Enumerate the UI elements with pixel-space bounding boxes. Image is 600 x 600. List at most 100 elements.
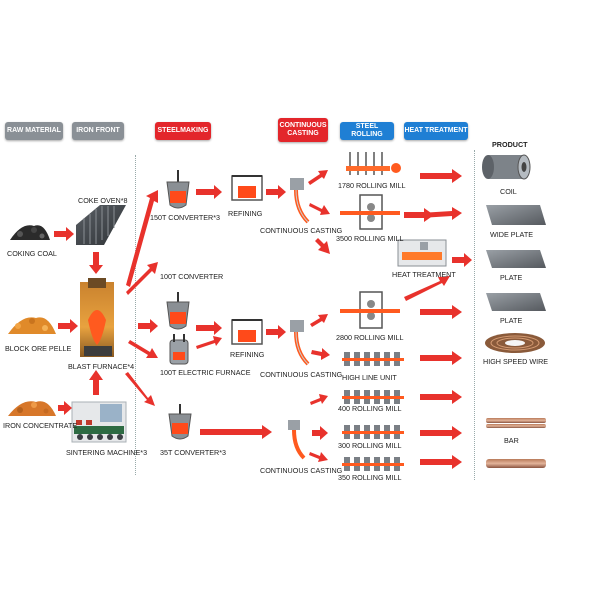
header-product: PRODUCT <box>492 140 528 149</box>
label-refining-1: REFINING <box>228 209 263 218</box>
arrow-highline-to-hsw <box>420 351 462 365</box>
label-high-speed-wire: HIGH SPEED WIRE <box>483 357 549 366</box>
arrow-cc3-to-400 <box>310 394 328 405</box>
heat-treatment-furnace-image <box>397 239 447 267</box>
label-high-line-unit: HIGH LINE UNIT <box>342 373 397 382</box>
arrow-2800-to-heat <box>404 276 450 301</box>
arrow-furnace-to-35t <box>125 372 155 406</box>
coke-oven-image <box>76 205 126 245</box>
label-wide-plate: WIDE PLATE <box>490 230 533 239</box>
arrow-refining-to-cc2 <box>266 325 286 339</box>
arrow-150t-to-refining <box>196 185 222 199</box>
arrow-furnace-to-100t <box>138 319 158 333</box>
label-plate-2: PLATE <box>500 316 523 325</box>
rolling-mill-3500-image <box>340 194 400 230</box>
refining-unit-1-image <box>231 175 263 201</box>
header-steel-rolling: STEEL ROLLING <box>340 122 394 140</box>
coking-coal-pile <box>10 225 50 240</box>
high-line-unit-image <box>342 352 404 366</box>
label-35t-converter: 35T CONVERTER*3 <box>160 448 227 457</box>
converter-150t-image <box>166 170 190 209</box>
arrow-sinter-to-furnace <box>89 370 103 395</box>
arrow-furnace-to-100t-label <box>126 262 158 295</box>
arrow-3500-to-heat <box>404 208 434 222</box>
electric-furnace-image <box>169 334 189 365</box>
blast-furnace-image <box>80 278 114 357</box>
arrow-cc2-to-2800 <box>310 314 328 327</box>
arrow-1780-to-coil <box>420 169 462 183</box>
label-coil: COIL <box>500 187 517 196</box>
header-continuous-casting: CONTINUOUS CASTING <box>278 118 328 142</box>
label-300-rolling-mill: 300 ROLLING MILL <box>338 441 402 450</box>
continuous-casting-1-image <box>290 178 310 224</box>
arrow-cc3-to-300 <box>312 426 328 440</box>
label-sintering-machine: SINTERING MACHINE*3 <box>66 448 148 457</box>
converter-35t-image <box>168 404 192 440</box>
label-block-ore: BLOCK ORE PELLE <box>5 344 72 353</box>
separator-left <box>135 155 136 475</box>
high-speed-wire-product-image <box>485 333 545 353</box>
arrow-3500-to-wideplate <box>420 207 462 220</box>
label-continuous-casting-1: CONTINUOUS CASTING <box>260 226 343 235</box>
header-iron-front: IRON FRONT <box>72 122 124 140</box>
label-coking-coal: COKING COAL <box>7 249 57 258</box>
arrow-cc1-to-1780 <box>308 170 328 185</box>
coil-product-image <box>482 154 531 180</box>
arrow-100t-to-refining <box>196 321 222 335</box>
converter-100t-image <box>166 292 190 330</box>
wide-plate-product-image <box>486 205 546 225</box>
arrow-35t-to-cc3 <box>200 425 272 439</box>
label-iron-concentrate: IRON CONCENTRATE <box>3 421 78 430</box>
arrow-furnace-to-150t <box>126 190 158 287</box>
label-2800-rolling-mill: 2800 ROLLING MILL <box>336 333 404 342</box>
label-blast-furnace: BLAST FURNACE*4 <box>68 362 135 371</box>
bar-product-image <box>486 418 546 468</box>
arrow-refining-to-cc1 <box>266 185 286 199</box>
label-plate-1: PLATE <box>500 273 523 282</box>
header-raw-material: RAW MATERIAL <box>5 122 63 140</box>
label-350-rolling-mill: 350 ROLLING MILL <box>338 473 402 482</box>
arrow-coal-to-oven <box>54 227 74 241</box>
plate-product-1-image <box>486 250 546 268</box>
continuous-casting-3-image <box>288 420 306 460</box>
refining-unit-2-image <box>231 319 263 345</box>
arrow-ore-to-furnace <box>58 319 78 333</box>
arrow-oven-to-furnace <box>89 252 103 274</box>
label-refining-2: REFINING <box>230 350 265 359</box>
arrow-cc2-to-highline <box>311 348 330 360</box>
block-ore-pile <box>8 317 56 334</box>
label-continuous-casting-3: CONTINUOUS CASTING <box>260 466 343 475</box>
arrow-cc1-to-3500 <box>309 203 330 215</box>
rolling-mill-400-image <box>342 390 404 404</box>
arrow-2800-to-plate <box>420 305 462 319</box>
rolling-mill-350-image <box>342 457 404 471</box>
label-3500-rolling-mill: 3500 ROLLING MILL <box>336 234 404 243</box>
label-bar: BAR <box>504 436 519 445</box>
arrow-electric-to-refining <box>196 336 222 349</box>
arrow-cc3-to-350 <box>309 452 328 462</box>
label-coke-oven: COKE OVEN*8 <box>78 196 128 205</box>
continuous-casting-2-image <box>290 320 310 366</box>
arrow-cc1-to-heat <box>315 238 330 254</box>
rolling-mill-1780-image <box>346 152 401 175</box>
iron-concentrate-pile <box>8 401 56 416</box>
header-steelmaking: STEELMAKING <box>155 122 211 140</box>
rolling-mill-2800-image <box>340 291 400 329</box>
label-1780-rolling-mill: 1780 ROLLING MILL <box>338 181 406 190</box>
arrow-furnace-to-electric <box>128 340 158 358</box>
flow-arrows <box>54 169 472 469</box>
label-electric-furnace: 100T ELECTRIC FURNACE <box>160 368 251 377</box>
label-100t-converter: 100T CONVERTER <box>160 272 224 281</box>
label-heat-treatment: HEAT TREATMENT <box>392 270 456 279</box>
label-400-rolling-mill: 400 ROLLING MILL <box>338 404 402 413</box>
arrow-300-to-bar <box>420 426 462 440</box>
arrow-350-to-bar <box>420 455 462 469</box>
label-150t-converter: 150T CONVERTER*3 <box>150 213 221 222</box>
label-continuous-casting-2: CONTINUOUS CASTING <box>260 370 343 379</box>
plate-product-2-image <box>486 293 546 311</box>
arrow-concentrate-to-sinter <box>58 401 72 415</box>
arrow-400-to-bar <box>420 390 462 404</box>
separator-right <box>474 150 475 480</box>
